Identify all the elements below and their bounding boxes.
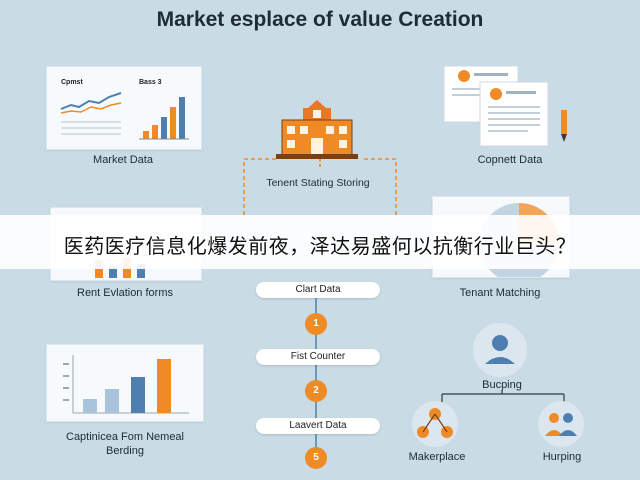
people-icon <box>538 401 584 447</box>
market-label-left: Cpmst <box>61 79 83 86</box>
bottom-chart-caption-line1: Captinicea Fom Nemeal <box>66 431 184 443</box>
center-dashed-frame <box>243 158 397 215</box>
tree-top-label: Bucping <box>482 379 522 391</box>
market-bar-chart-icon <box>139 97 189 140</box>
page-title: Market esplace of value Creation <box>156 8 484 31</box>
network-icon <box>412 401 458 447</box>
flow-step-3-label: Laavert Data <box>256 418 380 434</box>
bottom-chart-caption-line2: Berding <box>106 445 144 457</box>
flow-step-1-number: 1 <box>305 313 327 335</box>
headline-text: 医药医疗信息化爆发前夜，泽达易盛何以抗衡行业巨头？ <box>63 236 577 258</box>
headline-banner: 医药医疗信息化爆发前夜，泽达易盛何以抗衡行业巨头？ <box>0 215 640 269</box>
tree-right-label: Hurping <box>542 451 582 463</box>
market-line-chart-icon <box>60 92 122 135</box>
building-icon <box>276 100 358 159</box>
market-label-right: Bass 3 <box>139 79 162 86</box>
tenant-caption: Tenant Matching <box>459 287 541 299</box>
person-icon <box>473 323 527 377</box>
flow-step-2-label: Fist Counter <box>256 349 380 365</box>
market-data-card: Cpmst Bass 3 <box>46 66 202 150</box>
document-icon <box>443 65 549 147</box>
pencil-icon <box>561 110 567 142</box>
copnett-data-caption: Copnett Data <box>477 154 543 166</box>
bottom-chart-card <box>46 344 204 422</box>
flow-step-3-number: 5 <box>305 447 327 469</box>
flow-step-1-label: Clart Data <box>256 282 380 298</box>
center-caption: Tenent Stating Storing <box>266 177 370 189</box>
bottom-bar-chart-icon <box>63 355 189 414</box>
tree-left-label: Makerplace <box>408 451 466 463</box>
market-data-caption: Market Data <box>93 154 153 166</box>
flow-step-2-number: 2 <box>305 380 327 402</box>
rent-caption: Rent Evlation forms <box>77 287 173 299</box>
